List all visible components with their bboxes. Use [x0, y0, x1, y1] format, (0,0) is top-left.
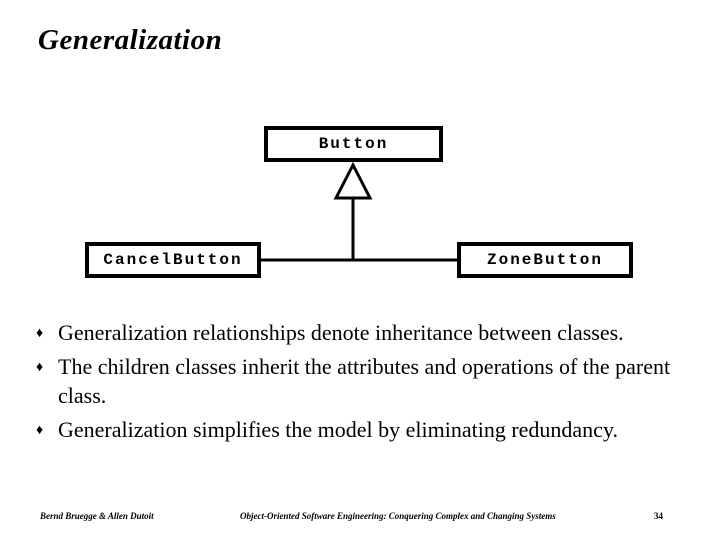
generalization-arrow-icon: [333, 161, 373, 200]
diamond-bullet-icon: ♦: [36, 423, 44, 438]
class-box-child-left: CancelButton: [85, 242, 261, 278]
slide-footer: Bernd Bruegge & Allen Dutoit Object-Orie…: [0, 511, 720, 531]
footer-authors: Bernd Bruegge & Allen Dutoit: [40, 511, 154, 521]
diamond-bullet-icon: ♦: [36, 326, 44, 341]
footer-book-title: Object-Oriented Software Engineering: Co…: [240, 511, 556, 521]
list-item: ♦ Generalization relationships denote in…: [30, 318, 682, 347]
class-box-parent: Button: [264, 126, 443, 162]
bullet-text: Generalization relationships denote inhe…: [58, 320, 624, 345]
footer-page-number: 34: [654, 511, 663, 521]
page-title: Generalization: [38, 24, 223, 56]
bullet-text: The children classes inherit the attribu…: [58, 354, 671, 408]
class-box-child-right: ZoneButton: [457, 242, 633, 278]
class-name-child-left: CancelButton: [103, 251, 243, 269]
class-name-parent: Button: [318, 135, 389, 153]
bullet-list: ♦ Generalization relationships denote in…: [30, 318, 682, 449]
class-name-child-right: ZoneButton: [486, 251, 603, 269]
list-item: ♦ The children classes inherit the attri…: [30, 352, 682, 410]
list-item: ♦ Generalization simplifies the model by…: [30, 415, 682, 444]
diamond-bullet-icon: ♦: [36, 360, 44, 375]
bullet-text: Generalization simplifies the model by e…: [58, 417, 619, 442]
